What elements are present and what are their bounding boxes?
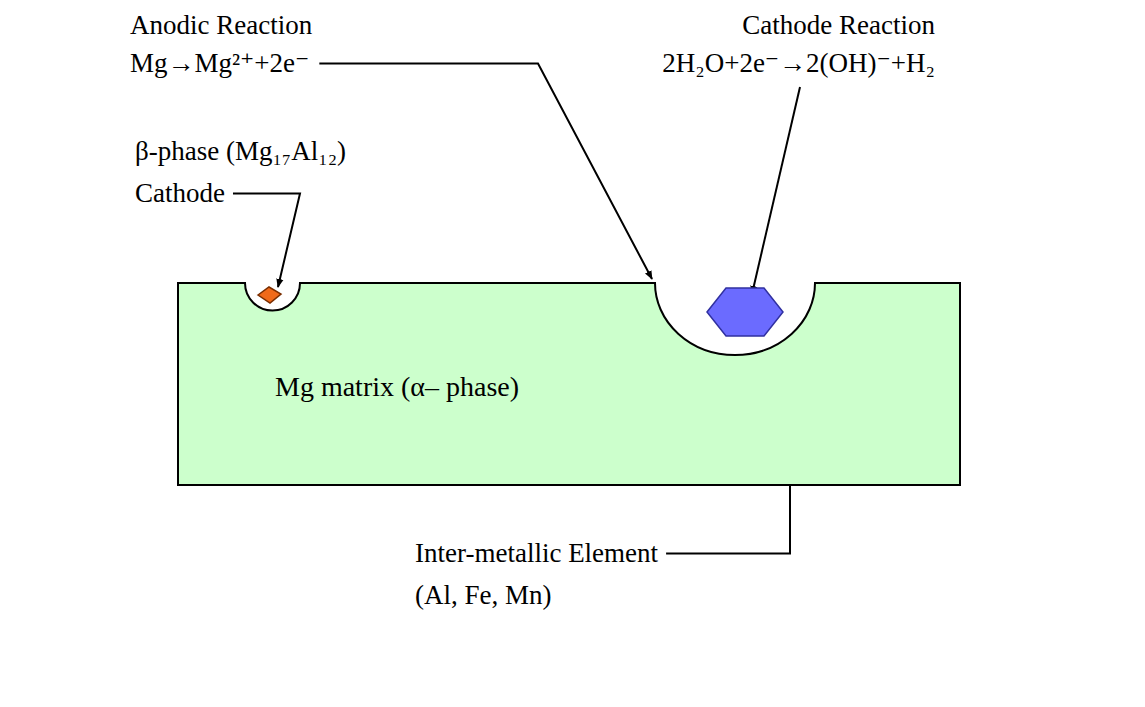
label-holder: Mg→Mg²⁺+2e⁻ xyxy=(130,48,309,79)
intermetallic-particle xyxy=(707,288,783,336)
role-label: Cathode xyxy=(135,178,225,209)
reaction-heading: Anodic Reaction xyxy=(130,10,312,41)
label-holder: β-phase (Mg₁₇Al₁₂) xyxy=(135,136,346,167)
phase-name: β-phase (Mg₁₇Al₁₂) xyxy=(135,136,346,167)
reaction-equation: Mg→Mg²⁺+2e⁻ xyxy=(130,48,309,79)
beta-phase-particle xyxy=(258,287,281,303)
element-list: (Al, Fe, Mn) xyxy=(415,580,552,611)
label-holder: Cathode Reaction xyxy=(742,10,935,41)
label-holder: 2H₂O+2e⁻→2(OH)⁻+H₂ xyxy=(662,48,935,79)
leader-arrow xyxy=(233,194,300,287)
leader-arrow xyxy=(752,87,800,294)
phase-label: Mg matrix (α– phase) xyxy=(275,371,519,403)
matrix-block: Mg matrix (α– phase) xyxy=(178,283,960,485)
label-holder: Anodic Reaction xyxy=(130,10,312,41)
label-holder: Cathode xyxy=(135,178,225,209)
leader-arrow xyxy=(319,64,652,279)
mg-matrix xyxy=(178,283,960,485)
label-holder: Inter-metallic Element xyxy=(415,538,658,569)
reaction-equation: 2H₂O+2e⁻→2(OH)⁻+H₂ xyxy=(662,48,935,79)
reaction-heading: Cathode Reaction xyxy=(742,10,935,41)
particle-label: Inter-metallic Element xyxy=(415,538,658,569)
label-holder: (Al, Fe, Mn) xyxy=(415,580,552,611)
